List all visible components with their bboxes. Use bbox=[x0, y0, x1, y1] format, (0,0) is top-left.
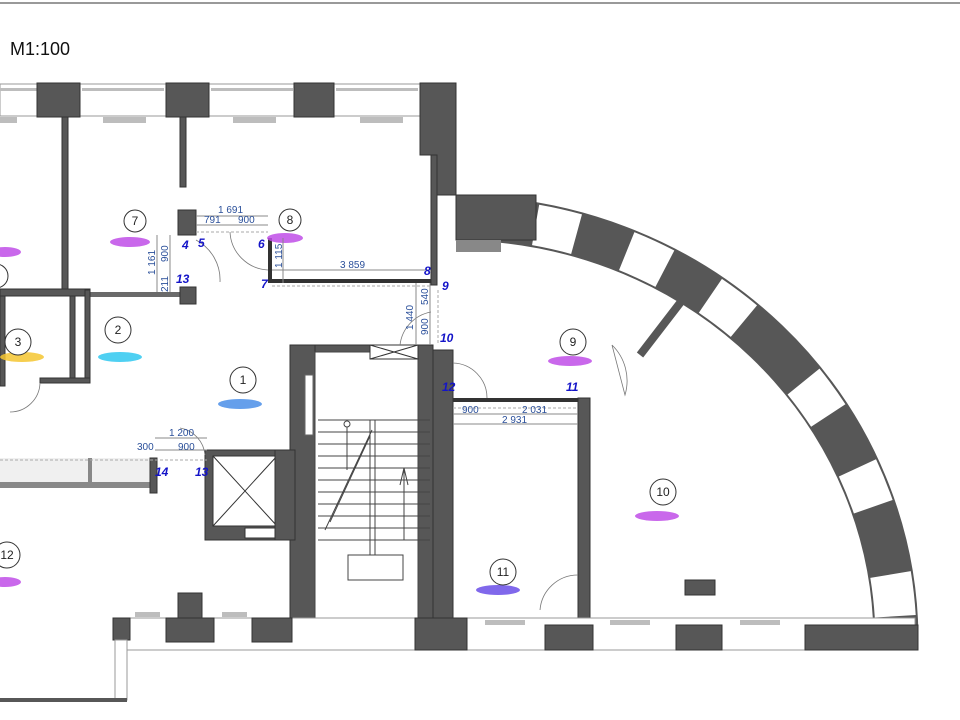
point-14: 14 bbox=[155, 465, 169, 479]
point-12: 12 bbox=[442, 380, 456, 394]
point-5: 5 bbox=[198, 236, 205, 250]
dim-1161: 1 161 bbox=[147, 250, 158, 275]
dim-900-vertical: 900 bbox=[160, 245, 171, 262]
dim-211: 211 bbox=[160, 276, 171, 292]
dim-791: 791 bbox=[204, 215, 221, 226]
dim-540: 540 bbox=[420, 288, 431, 305]
room-label-11: 11 bbox=[489, 558, 517, 586]
dim-1200: 1 200 bbox=[169, 428, 194, 439]
dim-900-door: 900 bbox=[420, 318, 431, 335]
point-10: 10 bbox=[440, 331, 454, 345]
dim-1691: 1 691 bbox=[218, 205, 243, 216]
room-label-10: 10 bbox=[649, 478, 677, 506]
point-9: 9 bbox=[442, 279, 449, 293]
room-11-marker bbox=[476, 585, 520, 595]
point-13-upper: 13 bbox=[176, 272, 190, 286]
point-11: 11 bbox=[566, 380, 579, 394]
room-label-3: 3 bbox=[4, 328, 32, 356]
dim-3859: 3 859 bbox=[340, 260, 365, 271]
room-7-marker bbox=[110, 237, 150, 247]
top-facade-wall bbox=[0, 82, 457, 196]
room-label-7: 7 bbox=[123, 209, 147, 233]
curved-facade-wall bbox=[455, 194, 919, 641]
elevator-shaft bbox=[204, 449, 296, 541]
interior-walls bbox=[0, 116, 694, 651]
svg-text:8: 8 bbox=[287, 213, 294, 227]
stair-core bbox=[289, 344, 434, 626]
bottom-facade-wall bbox=[0, 579, 919, 702]
room-3-marker bbox=[0, 352, 44, 362]
room-label-12: 12 bbox=[0, 541, 21, 569]
room-label-9: 9 bbox=[559, 328, 587, 356]
svg-text:7: 7 bbox=[132, 214, 139, 228]
door-swings bbox=[9, 231, 628, 611]
room-10-marker bbox=[635, 511, 679, 521]
room-8-marker bbox=[267, 233, 303, 243]
room-1-marker bbox=[218, 399, 262, 409]
room-label-2: 2 bbox=[104, 316, 132, 344]
point-8: 8 bbox=[424, 264, 431, 278]
svg-text:9: 9 bbox=[570, 335, 577, 349]
room-partial-marker bbox=[0, 247, 21, 257]
room-12-marker bbox=[0, 577, 21, 587]
svg-text:12: 12 bbox=[0, 548, 14, 562]
dim-900-room9: 900 bbox=[462, 405, 479, 416]
dim-1115: 1 115 bbox=[274, 243, 285, 268]
dim-900: 900 bbox=[238, 215, 255, 226]
point-4: 4 bbox=[181, 238, 189, 252]
svg-text:2: 2 bbox=[115, 323, 122, 337]
dimension-lines bbox=[0, 215, 578, 461]
scale-label: M1:100 bbox=[10, 39, 70, 59]
svg-text:1: 1 bbox=[240, 373, 247, 387]
dim-2931: 2 931 bbox=[502, 415, 527, 426]
dim-900-room1: 900 bbox=[178, 442, 195, 453]
point-7: 7 bbox=[261, 277, 269, 291]
dim-2031: 2 031 bbox=[522, 405, 547, 416]
point-13-lower: 13 bbox=[195, 465, 209, 479]
room-9-marker bbox=[548, 356, 592, 366]
room-label-8: 8 bbox=[278, 208, 302, 232]
room-label-1: 1 bbox=[229, 366, 257, 394]
dim-1440: 1 440 bbox=[405, 305, 416, 330]
room-color-markers bbox=[0, 233, 679, 595]
room-label-partial bbox=[0, 264, 9, 288]
svg-text:3: 3 bbox=[15, 335, 22, 349]
room-2-marker bbox=[98, 352, 142, 362]
svg-text:11: 11 bbox=[497, 565, 510, 579]
dim-300: 300 bbox=[137, 442, 154, 453]
svg-text:10: 10 bbox=[656, 485, 670, 499]
point-6: 6 bbox=[258, 237, 265, 251]
